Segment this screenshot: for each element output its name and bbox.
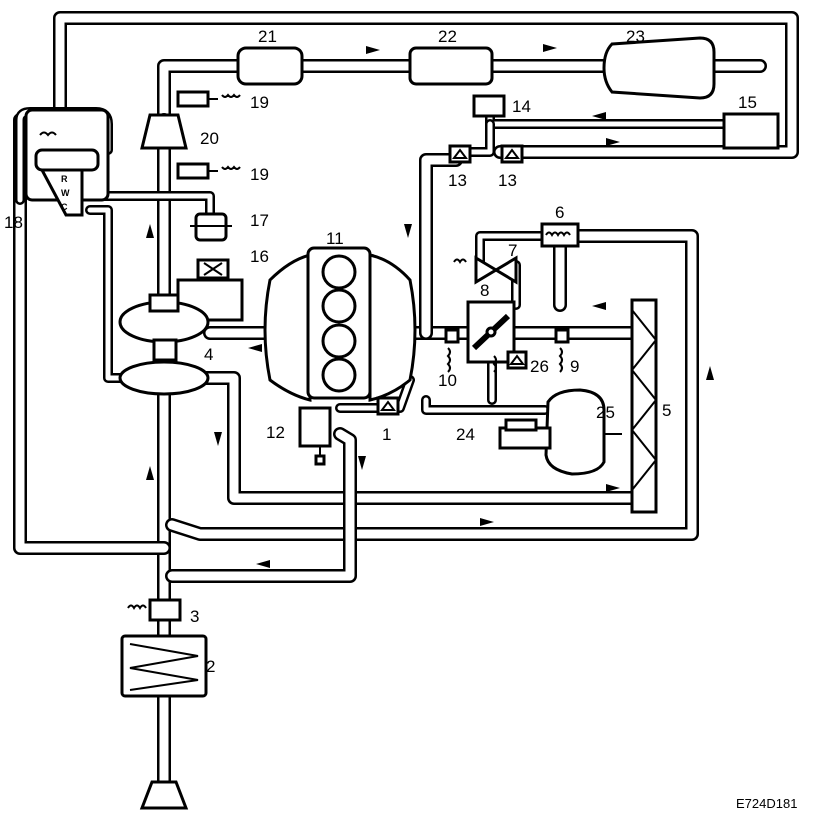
wastegate-valve-16: [196, 258, 230, 280]
label-25: 25: [596, 403, 615, 422]
label-16: 16: [250, 247, 269, 266]
label-1: 1: [382, 425, 391, 444]
label-9: 9: [570, 357, 579, 376]
muffler-22: [408, 46, 494, 86]
silencer-21: [236, 46, 304, 86]
sensor-3: [127, 598, 182, 622]
bypass-valve-7: [453, 255, 518, 285]
solenoid-valve-18: R W C: [24, 108, 110, 217]
label-15: 15: [738, 93, 757, 112]
label-10: 10: [438, 371, 457, 390]
catalyst-20: [140, 113, 188, 150]
vacuum-tank-14: [472, 94, 506, 118]
label-23: 23: [626, 27, 645, 46]
muffler-23: [602, 36, 716, 100]
label-13-right: 13: [498, 171, 517, 190]
sensor-9: [554, 328, 570, 373]
label-19-upper: 19: [250, 93, 269, 112]
label-14: 14: [512, 97, 531, 116]
label-7: 7: [508, 241, 517, 260]
oxygen-sensor-19-lower: [176, 162, 241, 180]
fuel-filter-12: [298, 406, 332, 466]
engine-block-11: [263, 246, 417, 402]
valve-6: [540, 222, 580, 248]
label-19-lower: 19: [250, 165, 269, 184]
oxygen-sensor-19-upper: [176, 90, 241, 108]
ducts: [13, 11, 799, 807]
air-intake: [139, 780, 189, 810]
label-6: 6: [555, 203, 564, 222]
label-5: 5: [662, 401, 671, 420]
sensor-10: [444, 328, 460, 373]
figure-code: E724D181: [736, 796, 797, 811]
label-17: 17: [250, 211, 269, 230]
label-4: 4: [204, 345, 213, 364]
label-22: 22: [438, 27, 457, 46]
check-valve-26: [492, 350, 528, 373]
label-20: 20: [200, 129, 219, 148]
label-21: 21: [258, 27, 277, 46]
label-12: 12: [266, 423, 285, 442]
check-valve-13-right: [500, 144, 524, 164]
label-11: 11: [326, 229, 344, 248]
intercooler-5: [630, 298, 658, 514]
label-8: 8: [480, 281, 489, 300]
flow-arrows: [146, 44, 714, 568]
label-2: 2: [206, 657, 215, 676]
port-c-label: C: [61, 202, 68, 212]
component-15: [722, 112, 780, 150]
port-r-label: R: [61, 174, 68, 184]
filter-17: [190, 212, 232, 242]
port-w-label: W: [61, 188, 70, 198]
label-18: 18: [4, 213, 23, 232]
brake-booster-25: [498, 388, 622, 476]
air-filter-2: [120, 634, 208, 698]
check-valve-1: [376, 396, 400, 416]
turbocharger: [118, 278, 244, 396]
label-24: 24: [456, 425, 475, 444]
check-valve-13-left: [448, 144, 472, 164]
label-3: 3: [190, 607, 199, 626]
label-13-left: 13: [448, 171, 467, 190]
label-26: 26: [530, 357, 549, 376]
part-labels: 1 2 3 4 5 6 7 8 9 10 11 12 13 13 14 15 1…: [4, 27, 757, 676]
throttle-body-8: [466, 300, 516, 364]
